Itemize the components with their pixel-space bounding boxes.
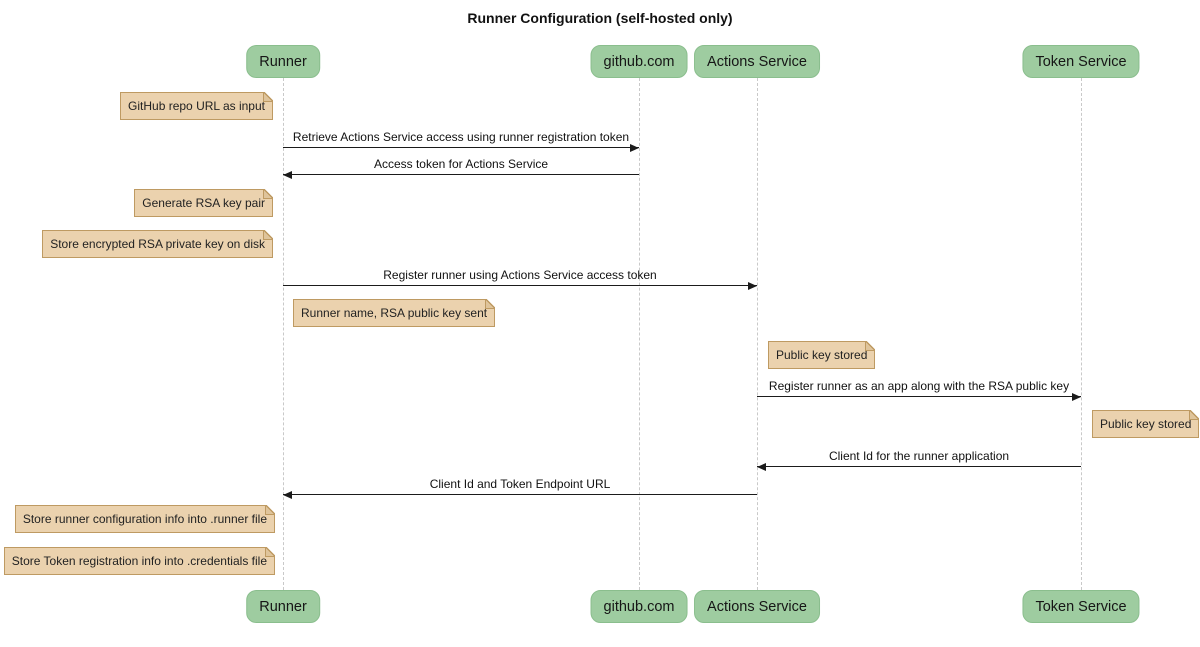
participant-actions-top: Actions Service [694, 45, 820, 78]
message-label-5: Client Id for the runner application [828, 449, 1010, 463]
message-label-2: Access token for Actions Service [373, 157, 549, 171]
message-line-6 [283, 494, 757, 495]
message-label-4: Register runner as an app along with the… [768, 379, 1070, 393]
message-line-1 [283, 147, 639, 148]
participant-runner-bottom: Runner [246, 590, 320, 623]
arrowhead-icon [283, 491, 292, 499]
arrowhead-icon [630, 144, 639, 152]
participant-actions-bottom: Actions Service [694, 590, 820, 623]
message-line-5 [757, 466, 1081, 467]
note-6: Public key stored [1092, 410, 1200, 438]
arrowhead-icon [757, 463, 766, 471]
arrowhead-icon [283, 171, 292, 179]
message-label-3: Register runner using Actions Service ac… [383, 268, 657, 282]
message-line-3 [283, 285, 757, 286]
message-label-1: Retrieve Actions Service access using ru… [292, 130, 630, 144]
arrowhead-icon [1072, 393, 1081, 401]
arrowhead-icon [748, 282, 757, 290]
participant-runner-top: Runner [246, 45, 320, 78]
lifeline-actions [756, 78, 758, 590]
note-1: GitHub repo URL as input [120, 92, 273, 120]
participant-github-bottom: github.com [590, 590, 688, 623]
lifeline-github [638, 78, 640, 590]
message-label-6: Client Id and Token Endpoint URL [429, 477, 611, 491]
lifeline-token [1080, 78, 1082, 590]
note-8: Store Token registration info into .cred… [3, 547, 276, 575]
note-5: Public key stored [768, 341, 876, 369]
note-3: Store encrypted RSA private key on disk [42, 230, 273, 258]
message-line-2 [283, 174, 639, 175]
note-2: Generate RSA key pair [134, 189, 273, 217]
participant-token-top: Token Service [1022, 45, 1140, 78]
note-4: Runner name, RSA public key sent [293, 299, 496, 327]
lifeline-runner [282, 78, 284, 590]
note-7: Store runner configuration info into .ru… [14, 505, 276, 533]
participant-github-top: github.com [590, 45, 688, 78]
message-line-4 [757, 396, 1081, 397]
diagram-title: Runner Configuration (self-hosted only) [467, 10, 733, 26]
participant-token-bottom: Token Service [1022, 590, 1140, 623]
